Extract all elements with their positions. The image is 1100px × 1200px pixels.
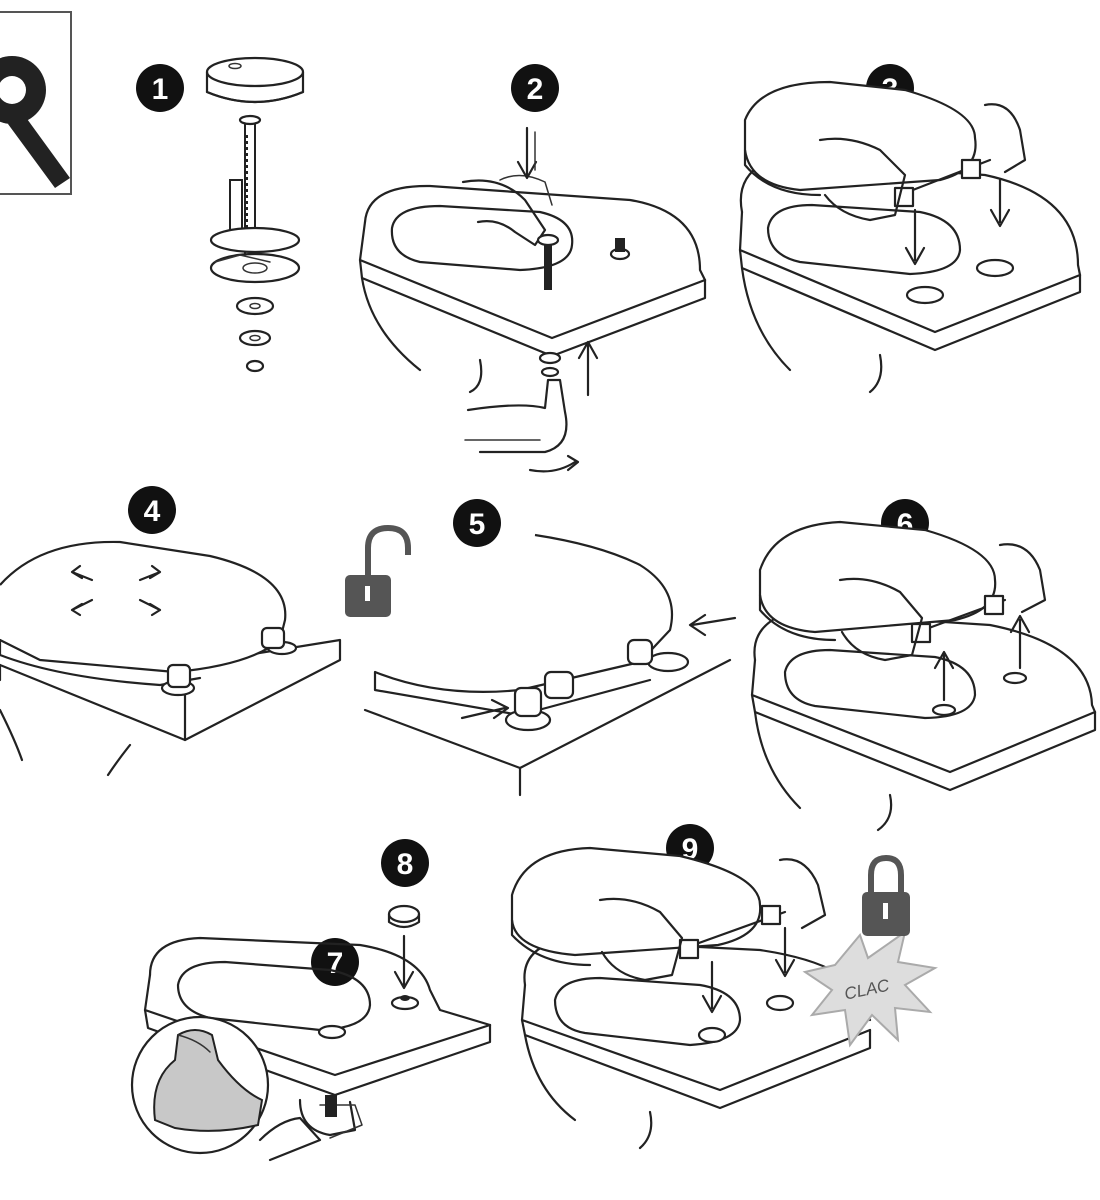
- tool-box: [0, 11, 72, 195]
- clac-burst: CLAC: [802, 929, 938, 1048]
- step-3-seat-fitting: [738, 80, 1082, 394]
- svg-text:1: 1: [152, 73, 169, 106]
- step-9-seat-lock: [510, 846, 872, 1150]
- step-badge-5: 5: [453, 499, 501, 547]
- step-4-seat-placed: [0, 540, 342, 777]
- step-badge-1: 1: [136, 64, 184, 112]
- svg-text:7: 7: [327, 947, 344, 980]
- step-badge-8: 8: [381, 839, 429, 887]
- step-1-hinge-kit: [205, 56, 305, 373]
- locked-padlock-icon: [862, 854, 910, 936]
- step-7-tighten-bowl: [143, 936, 492, 1162]
- svg-text:5: 5: [469, 508, 486, 541]
- step-8-hinge-cap: [387, 904, 421, 990]
- svg-text:2: 2: [527, 73, 544, 106]
- wrench-icon: [0, 56, 70, 188]
- step-5-seat-adjust: [363, 533, 737, 797]
- svg-text:8: 8: [397, 848, 414, 881]
- svg-text:4: 4: [144, 495, 161, 528]
- flexed-arm-icon: [130, 1015, 270, 1155]
- step-badge-2: 2: [511, 64, 559, 112]
- unlocked-padlock-icon: [345, 524, 411, 617]
- step-6-seat-release: [750, 520, 1097, 832]
- step-badge-4: 4: [128, 486, 176, 534]
- step-2-bowl-bolt: [358, 126, 707, 473]
